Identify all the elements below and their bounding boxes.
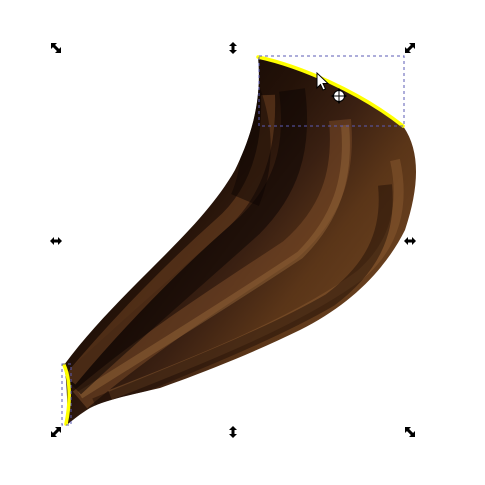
move-crosshair-icon xyxy=(331,88,347,104)
fold-shadow-2 xyxy=(92,184,393,412)
handle-bottom-right-diagonal-double-arrow-icon[interactable] xyxy=(405,427,415,437)
selected-edge-top[interactable] xyxy=(256,55,405,128)
fold-shadow-1 xyxy=(64,88,308,395)
handle-middle-left-horizontal-double-arrow-icon[interactable] xyxy=(50,237,62,245)
handle-top-left-diagonal-double-arrow-icon[interactable] xyxy=(51,43,61,53)
fold-highlight-4 xyxy=(108,158,404,400)
fold-highlight-1 xyxy=(72,119,352,409)
handle-bottom-left-diagonal-double-arrow-icon[interactable] xyxy=(51,427,61,437)
arrow-cursor-icon xyxy=(316,71,330,91)
handle-top-center-vertical-double-arrow-icon[interactable] xyxy=(229,42,237,54)
node-bbox-left xyxy=(61,363,72,426)
handle-top-right-diagonal-double-arrow-icon[interactable] xyxy=(405,43,415,53)
handle-bottom-center-vertical-double-arrow-icon[interactable] xyxy=(229,426,237,438)
node-bbox-top xyxy=(258,55,405,127)
brown-curved-shape[interactable] xyxy=(62,55,417,426)
handle-middle-right-horizontal-double-arrow-icon[interactable] xyxy=(404,237,416,245)
selected-edge-left[interactable] xyxy=(62,363,71,426)
fold-highlight-2 xyxy=(77,124,350,399)
